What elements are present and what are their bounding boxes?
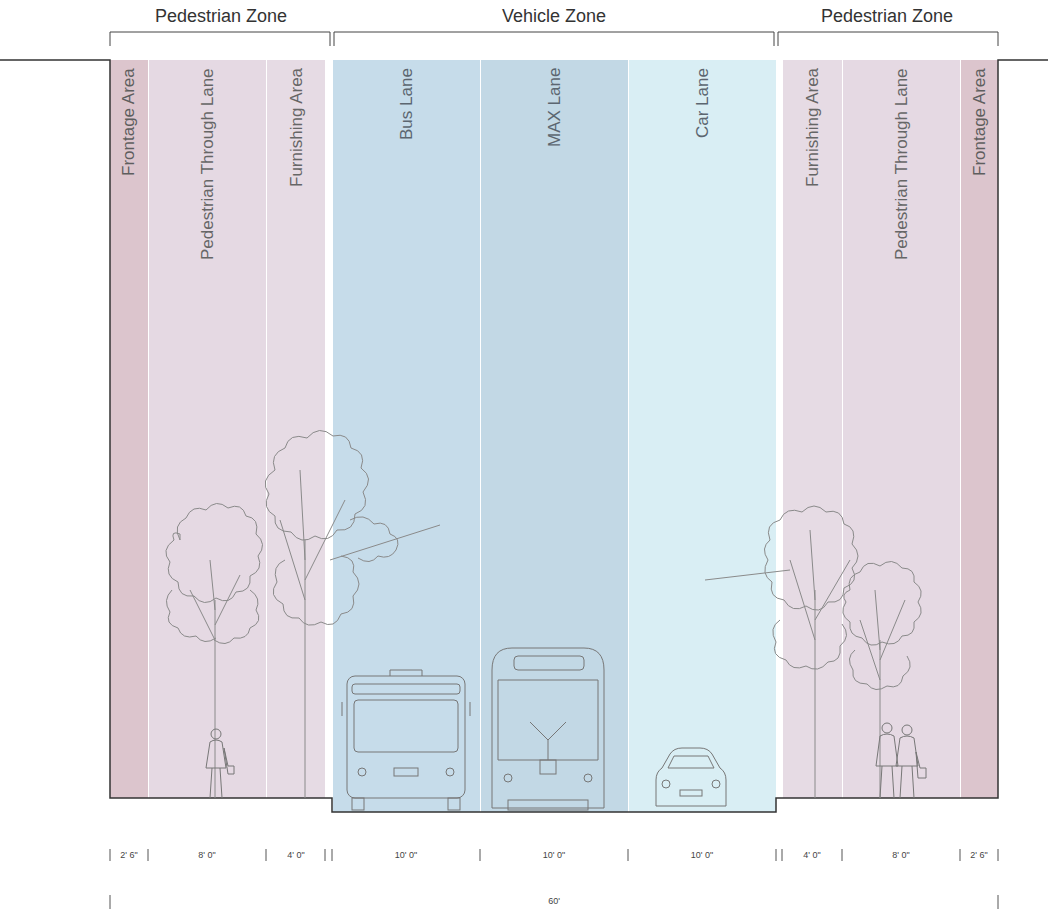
lane-band: Furnishing Area	[782, 60, 842, 798]
dimension-label: 60'	[548, 896, 560, 906]
zone-label: Vehicle Zone	[502, 6, 606, 27]
lane-label: Furnishing Area	[803, 68, 823, 187]
lane-band: Pedestrian Through Lane	[842, 60, 960, 798]
dimension-label: 10' 0"	[543, 850, 565, 860]
lane-label: Pedestrian Through Lane	[892, 68, 912, 260]
lane-label: Furnishing Area	[287, 68, 307, 187]
dimension-label: 2' 6"	[970, 850, 987, 860]
dimension-label: 4' 0"	[287, 850, 304, 860]
ground-outline	[0, 60, 1048, 812]
zone-label: Pedestrian Zone	[155, 6, 287, 27]
dimension-ticks	[110, 849, 998, 909]
lane-label: Car Lane	[693, 68, 713, 138]
lane-label: Frontage Area	[119, 68, 139, 176]
dimension-label: 2' 6"	[120, 850, 137, 860]
lane-band: Frontage Area	[110, 60, 148, 798]
lane-label: MAX Lane	[545, 68, 565, 147]
zone-brackets	[110, 32, 998, 46]
lane-band: Frontage Area	[960, 60, 998, 798]
lane-band: Car Lane	[628, 60, 776, 812]
dimension-label: 10' 0"	[691, 850, 713, 860]
lane-band: Furnishing Area	[266, 60, 325, 798]
lane-label: Frontage Area	[970, 68, 990, 176]
zone-label: Pedestrian Zone	[821, 6, 953, 27]
lane-band: Bus Lane	[332, 60, 480, 812]
dimension-label: 8' 0"	[892, 850, 909, 860]
lane-band: MAX Lane	[480, 60, 628, 812]
lane-label: Bus Lane	[397, 68, 417, 140]
lane-band: Pedestrian Through Lane	[148, 60, 266, 798]
dimension-label: 8' 0"	[198, 850, 215, 860]
dimension-label: 10' 0"	[395, 850, 417, 860]
lane-label: Pedestrian Through Lane	[198, 68, 218, 260]
dimension-label: 4' 0"	[803, 850, 820, 860]
